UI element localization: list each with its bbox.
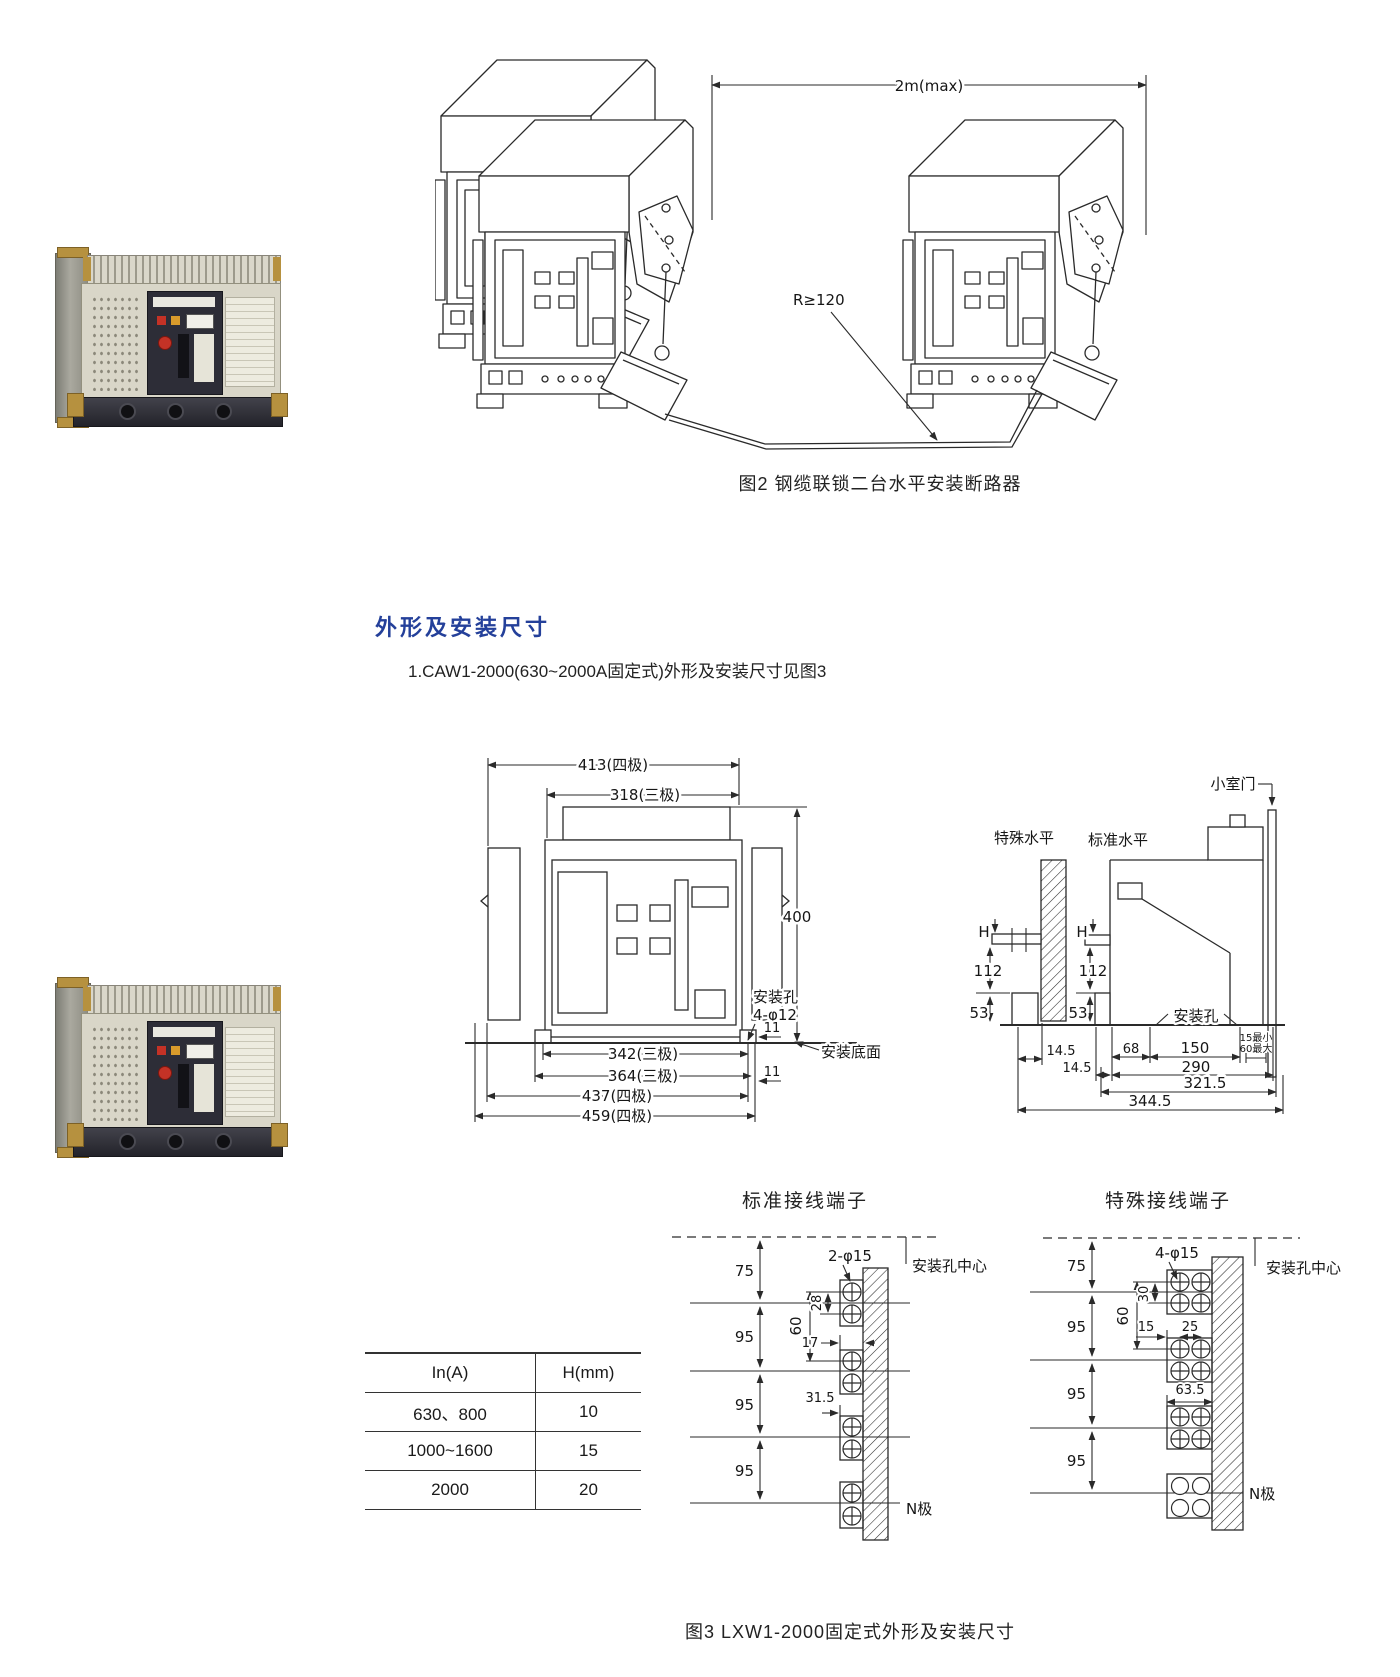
dim-95c: 95 [735, 1462, 754, 1480]
dim-11b-label: 11 [764, 1065, 781, 1080]
photo-control-panel [147, 291, 223, 395]
mount-hole-label: 安装孔 [753, 988, 798, 1006]
radius-leader [830, 311, 938, 441]
figure2-interlock-drawing: 2m(max) R≥120 [435, 59, 1147, 450]
n-pole-label: N极 [1249, 1485, 1275, 1503]
std-terminal-blocks [839, 1279, 864, 1529]
busbar-hatched [1211, 1256, 1244, 1531]
standard-wall-label: 标准水平 [1088, 831, 1148, 849]
height-table: In(A) H(mm) 630、800 10 1000~1600 15 2000… [365, 1352, 641, 1510]
dim-28: 28 [810, 1295, 825, 1312]
dim-344-5: 344.5 [1129, 1092, 1172, 1110]
dim-60: 60 [787, 1316, 805, 1335]
dim-112-left: 112 [974, 962, 1003, 980]
dim-400-label: 400 [783, 908, 812, 926]
dim-342-label: 342(三极) [608, 1045, 678, 1063]
dim-15: 15 [1138, 1320, 1155, 1335]
std-terminal-drawing: 安装孔中心 75 95 95 95 2-φ15 [672, 1236, 990, 1541]
dim-145a: 14.5 [1047, 1044, 1076, 1059]
sp-detail-dims: 4-φ15 60 30 15 25 63.5 [1112, 1242, 1213, 1409]
dim-11a-label: 11 [764, 1021, 781, 1036]
photo-terminal-strip [87, 255, 281, 285]
dim-2phi15: 2-φ15 [828, 1247, 872, 1265]
dim-2m-label: 2m(max) [895, 77, 964, 95]
table-header-row: In(A) H(mm) [365, 1354, 641, 1393]
figure3-caption: 图3 LXW1-2000固定式外形及安装尺寸 [684, 1622, 1016, 1642]
special-wall-label: 特殊水平 [994, 829, 1054, 847]
product-photo-breaker [55, 245, 288, 431]
front-dimensions: 413(四极) 318(三极) 400 安装孔 4-φ12 11 11 安装底面… [474, 754, 884, 1125]
figure3-front-view: 413(四极) 318(三极) 400 安装孔 4-φ12 11 11 安装底面… [465, 754, 884, 1125]
photo-rating-label [225, 297, 275, 387]
side-labels: 特殊水平 标准水平 小室门 安装孔 15最小 60最大 [991, 773, 1276, 1063]
sp-terminal-title: 特殊接线端子 [1104, 1191, 1231, 1212]
dim-75: 75 [1067, 1257, 1086, 1275]
dim-30: 30 [1137, 1286, 1152, 1303]
dim-95b: 95 [735, 1396, 754, 1414]
col-header-in: In(A) [365, 1354, 536, 1392]
radius-label: R≥120 [793, 291, 845, 309]
section-subtitle: 1.CAW1-2000(630~2000A固定式)外形及安装尺寸见图3 [408, 662, 827, 681]
n-pole-label: N极 [906, 1500, 932, 1518]
std-terminal-title: 标准接线端子 [741, 1191, 868, 1212]
dim-95c: 95 [1067, 1452, 1086, 1470]
sp-terminal-drawing: 安装孔中心 75 95 95 95 [1030, 1237, 1344, 1531]
hole-center-label: 安装孔中心 [1266, 1259, 1341, 1277]
dim-150: 150 [1181, 1039, 1210, 1057]
dim-95a: 95 [1067, 1318, 1086, 1336]
min-depth-label: 15最小 [1240, 1032, 1273, 1044]
cable-line [664, 389, 1038, 445]
side-mount-hole-label: 安装孔 [1173, 1007, 1218, 1025]
busbar-hatched [862, 1267, 889, 1541]
dim-459-label: 459(四极) [582, 1107, 652, 1125]
dim-290: 290 [1182, 1058, 1211, 1076]
side-dimensions: H 112 53 H 112 53 14.5 [967, 919, 1284, 1114]
dim-63-5: 63.5 [1176, 1383, 1205, 1398]
dim-60: 60 [1114, 1306, 1132, 1325]
dim-17: 17 [802, 1336, 819, 1351]
sp-pitch-dims: 75 95 95 95 [1030, 1241, 1243, 1494]
door-label: 小室门 [1210, 775, 1255, 793]
side-outline [991, 809, 1285, 1078]
dim-95b: 95 [1067, 1385, 1086, 1403]
dim-53-left: 53 [969, 1004, 988, 1022]
cable-line [668, 393, 1043, 450]
dim-95a: 95 [735, 1328, 754, 1346]
dim-H-left: H [978, 923, 989, 941]
section-heading: 外形及安装尺寸 [375, 615, 551, 640]
product-photo-breaker [55, 975, 288, 1161]
dim-31-5: 31.5 [806, 1391, 835, 1406]
col-header-h: H(mm) [562, 1363, 615, 1382]
table-row: 2000 20 [365, 1471, 641, 1510]
dim-4phi15: 4-φ15 [1155, 1244, 1199, 1262]
dim-413-label: 413(四极) [578, 756, 648, 774]
dim-25: 25 [1182, 1320, 1199, 1335]
dim-145b: 14.5 [1063, 1061, 1092, 1076]
mount-hole-spec: 4-φ12 [753, 1006, 797, 1024]
figure2-caption: 图2 钢缆联锁二台水平安装断路器 [738, 474, 1022, 494]
table-row: 1000~1600 15 [365, 1432, 641, 1471]
dim-364-label: 364(三极) [608, 1067, 678, 1085]
max-depth-label: 60最大 [1240, 1042, 1273, 1055]
std-detail-dims: 2-φ15 60 28 17 31.5 [785, 1245, 875, 1421]
hole-center-label: 安装孔中心 [912, 1257, 987, 1275]
dim-68: 68 [1123, 1042, 1140, 1057]
dim-75: 75 [735, 1262, 754, 1280]
front-outline [465, 806, 857, 1044]
dim-437-label: 437(四极) [582, 1087, 652, 1105]
dim-H-right: H [1076, 923, 1087, 941]
base-surface-label: 安装底面 [821, 1043, 881, 1061]
figure3-side-view: 特殊水平 标准水平 小室门 安装孔 15最小 60最大 H 112 53 H [967, 773, 1285, 1114]
dim-321-5: 321.5 [1184, 1074, 1227, 1092]
table-row: 630、800 10 [365, 1393, 641, 1432]
dim-53-right: 53 [1068, 1004, 1087, 1022]
dim-318-label: 318(三极) [610, 786, 680, 804]
dim-112-right: 112 [1079, 962, 1108, 980]
